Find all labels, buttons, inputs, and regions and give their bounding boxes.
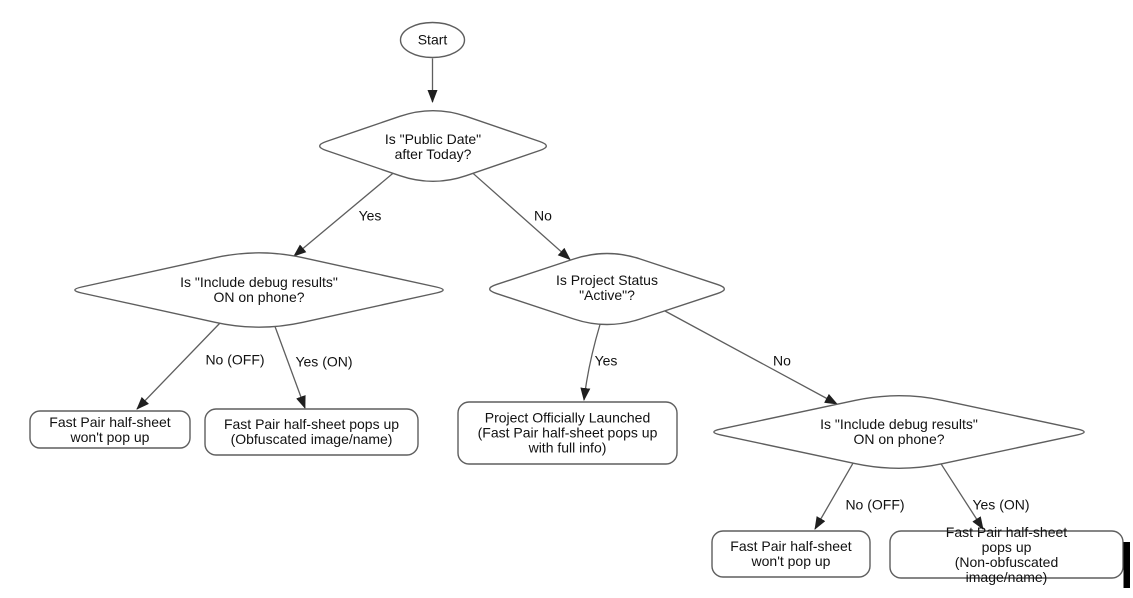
decision-project-status-shape: [488, 252, 726, 326]
arrow-project-status-yes: [580, 324, 601, 401]
result-no-popup-left-shape: [29, 410, 191, 449]
arrow-public-date-yes: [293, 172, 394, 257]
arrow-debug-left-yes-on: [274, 326, 306, 409]
arrow-public-date-no: [472, 172, 571, 261]
start-terminator-shape: [399, 21, 466, 59]
arrow-debug-right-no-off: [814, 462, 854, 530]
result-no-popup-right-shape: [711, 530, 871, 578]
decision-debug-left-shape: [74, 252, 444, 328]
arrow-debug-right-yes-on: [940, 463, 984, 530]
arrow-debug-left-no-off: [136, 322, 221, 410]
text-cursor-artifact: [1123, 542, 1130, 588]
decision-public-date-shape: [318, 110, 548, 182]
decision-debug-right-shape: [713, 395, 1085, 469]
result-obfuscated-shape: [204, 408, 419, 456]
arrow-project-status-no: [664, 310, 838, 405]
result-launched-shape: [457, 401, 678, 465]
result-non-obfuscated-shape: [889, 530, 1124, 579]
